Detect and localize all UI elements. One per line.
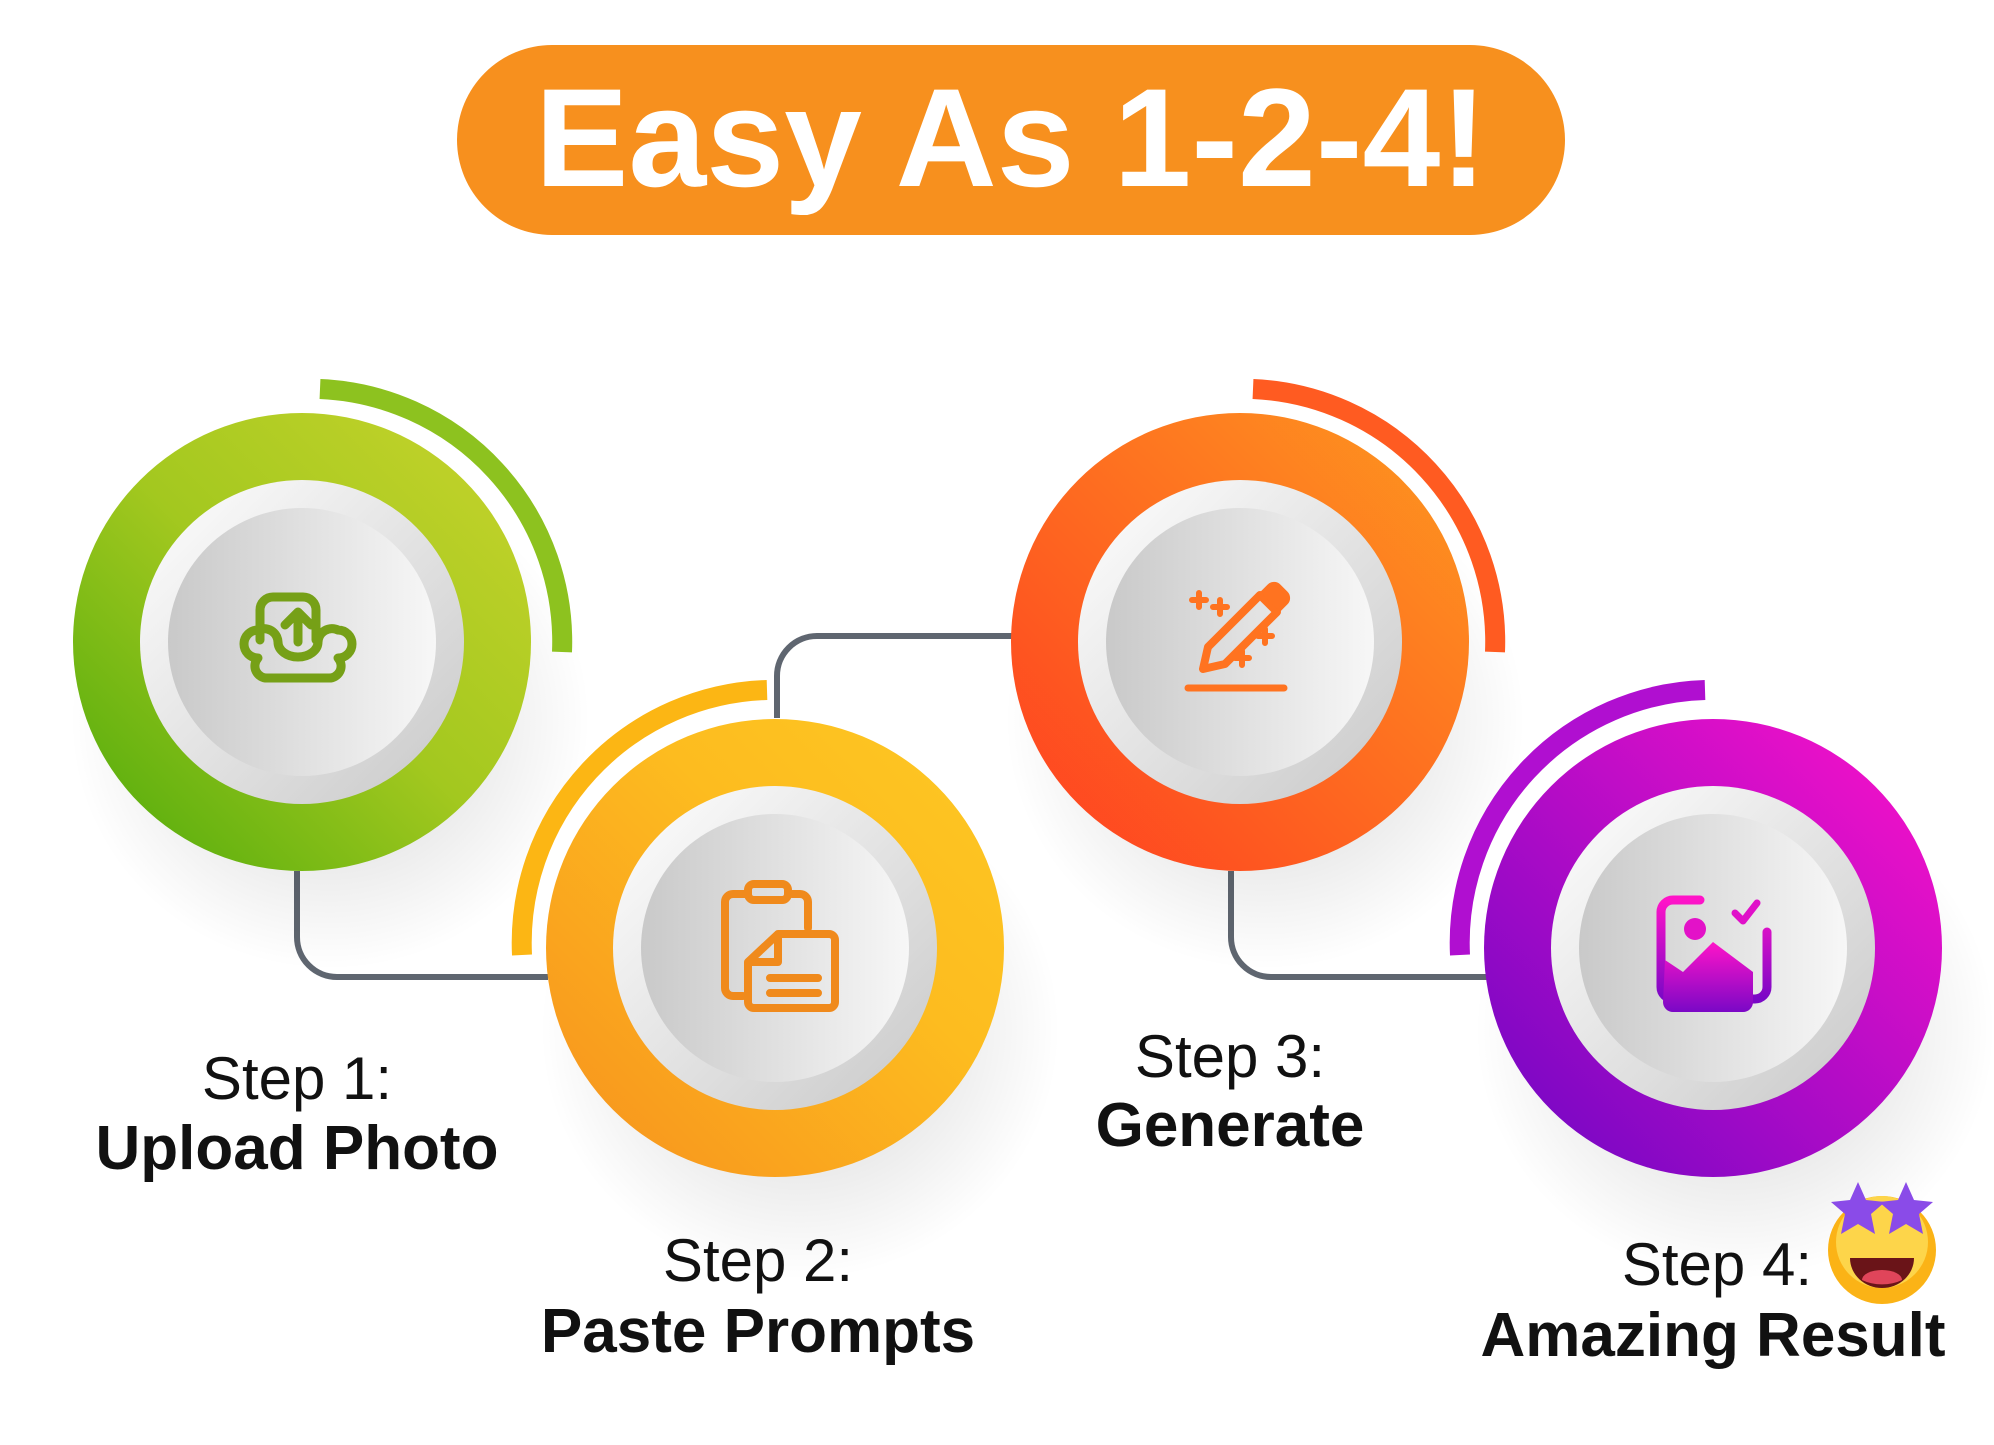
- step-2-name: Paste Prompts: [541, 1297, 975, 1366]
- image-check-icon: [1656, 895, 1772, 1012]
- step-2-circle: [511, 680, 1004, 1177]
- step-4-name: Amazing Result: [1480, 1301, 1945, 1370]
- connector-2-3: [774, 633, 1013, 718]
- magic-pencil-icon: [1184, 581, 1291, 692]
- step-4-label: Step 4:: [1622, 1231, 1812, 1298]
- title-banner: Easy As 1-2-4!: [457, 45, 1565, 235]
- step-4-circle: [1449, 680, 1942, 1177]
- step-2-label: Step 2:: [663, 1227, 853, 1294]
- step-1-circle: [73, 379, 573, 871]
- step-1-label: Step 1:: [202, 1045, 392, 1112]
- paste-clipboard-icon: [721, 880, 839, 1012]
- star-struck-emoji-icon: [1828, 1182, 1936, 1304]
- step-1-name: Upload Photo: [96, 1114, 499, 1183]
- step-3-circle: [1011, 379, 1506, 871]
- upload-photo-icon: [239, 592, 357, 683]
- page-title: Easy As 1-2-4!: [535, 59, 1487, 216]
- step-3-label: Step 3:: [1135, 1023, 1325, 1090]
- step-3-name: Generate: [1096, 1091, 1365, 1160]
